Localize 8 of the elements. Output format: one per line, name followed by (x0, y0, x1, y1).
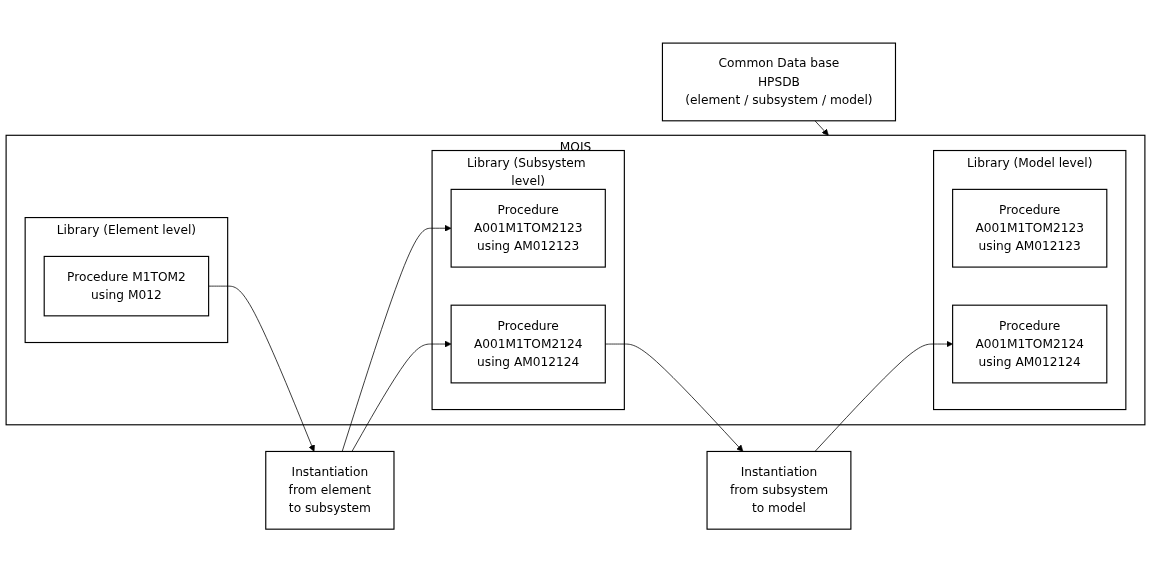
node-box: Instantiation from subsystem to model (706, 451, 852, 531)
node-box: Common Data base HPSDB (element / subsystem / model) (661, 42, 897, 122)
node-box: Procedure A001M1TOM2123 using AM012123 (952, 189, 1108, 268)
node-box: Procedure A001M1TOM2124 using AM012124 (952, 304, 1108, 384)
node-box: Procedure M1TOM2 using M012 (43, 256, 210, 317)
node-box: Procedure A001M1TOM2123 using AM012123 (450, 189, 606, 268)
node-box: Instantiation from element to subsystem (265, 451, 395, 531)
node-box: Procedure A001M1TOM2124 using AM012124 (450, 304, 606, 384)
